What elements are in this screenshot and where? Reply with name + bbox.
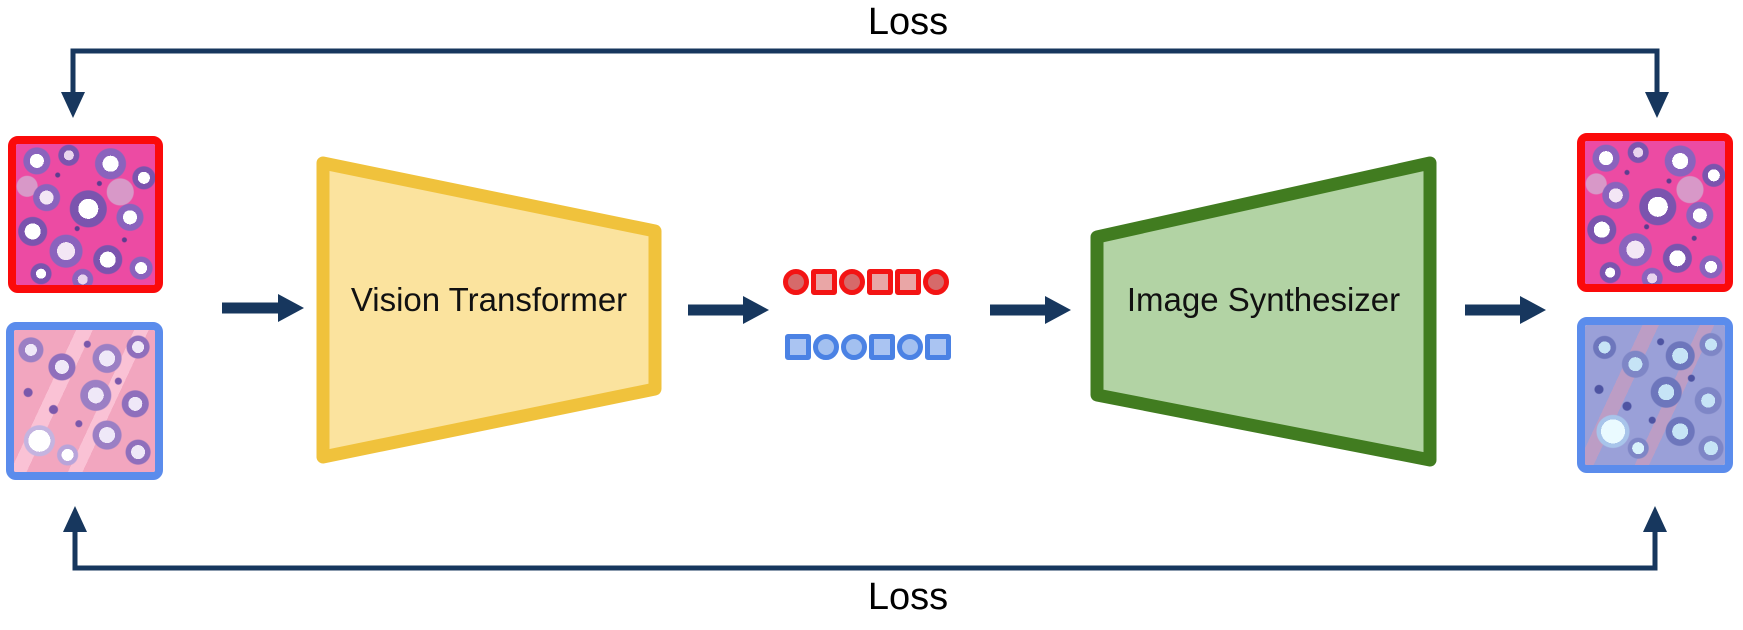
token-red-circle xyxy=(839,269,865,295)
loss-label-bottom: Loss xyxy=(867,576,949,618)
token-red-square xyxy=(811,269,837,295)
output-image-red-frame xyxy=(1577,133,1733,292)
loss-label-top: Loss xyxy=(867,1,949,43)
output-image-blue-frame xyxy=(1577,317,1733,473)
arrow-inputs-to-vit xyxy=(222,294,304,322)
token-red-circle xyxy=(783,269,809,295)
token-red-circle xyxy=(923,269,949,295)
image-synthesizer-shape xyxy=(1090,156,1437,467)
token-red-square xyxy=(867,269,893,295)
token-blue-square xyxy=(869,334,895,360)
token-blue-circle xyxy=(841,334,867,360)
histology-texture xyxy=(1585,325,1725,465)
token-blue-circle xyxy=(897,334,923,360)
token-blue-square xyxy=(925,334,951,360)
input-image-blue-frame xyxy=(6,322,163,480)
vision-transformer-shape xyxy=(316,156,662,464)
input-image-red-frame xyxy=(8,136,163,293)
loss-connector-bottom xyxy=(63,506,1667,571)
arrow-tokens-to-synthesizer xyxy=(990,296,1071,324)
histology-texture xyxy=(14,330,155,472)
token-row-blue xyxy=(785,334,951,360)
token-blue-square xyxy=(785,334,811,360)
arrow-synthesizer-to-outputs xyxy=(1465,296,1546,324)
arrow-vit-to-tokens xyxy=(688,296,769,324)
histology-texture xyxy=(16,144,155,285)
image-synthesizer-label: Image Synthesizer xyxy=(1126,280,1401,318)
vision-transformer-label: Vision Transformer xyxy=(350,280,628,318)
histology-texture xyxy=(1585,141,1725,284)
token-row-red xyxy=(783,269,949,295)
loss-connector-top xyxy=(61,48,1669,118)
token-red-square xyxy=(895,269,921,295)
token-blue-circle xyxy=(813,334,839,360)
